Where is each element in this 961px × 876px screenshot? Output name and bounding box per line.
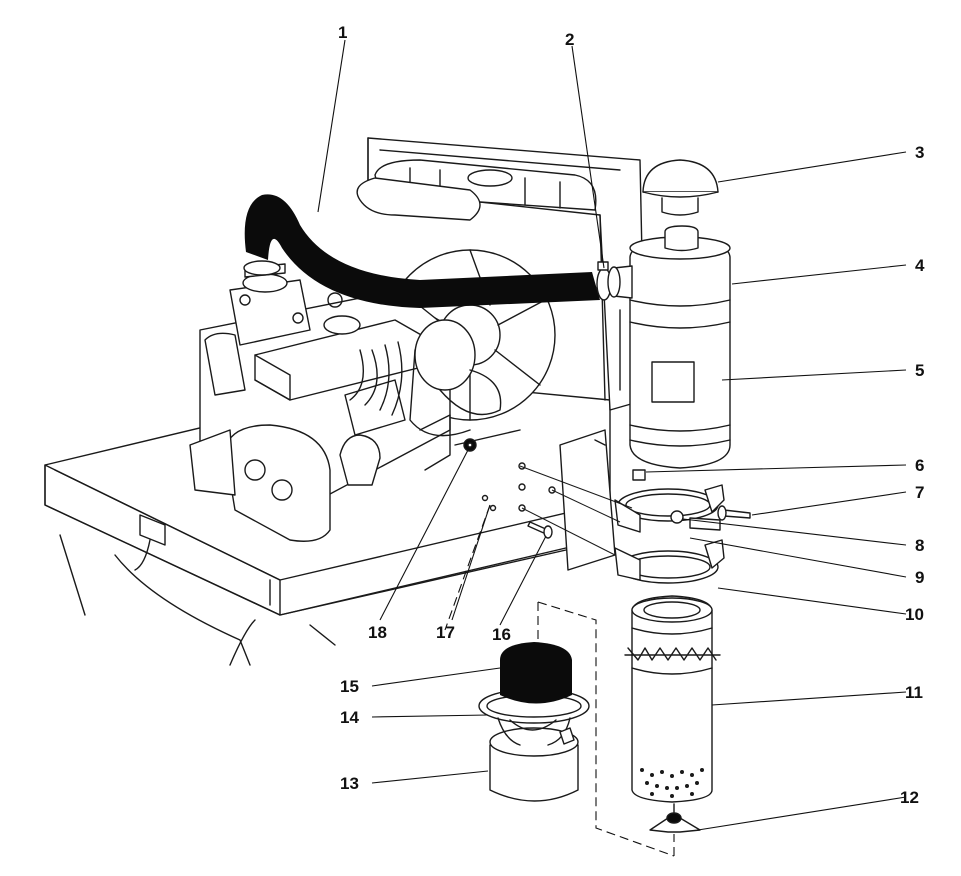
- callout-7: 7: [915, 483, 924, 502]
- callout-15: 15: [340, 677, 359, 696]
- callout-4: 4: [915, 256, 925, 275]
- callout-3: 3: [915, 143, 924, 162]
- engine-assembly: [44, 137, 646, 666]
- intake-hose: [243, 194, 600, 308]
- air-cleaner-body: [607, 225, 731, 469]
- callout-5: 5: [915, 361, 924, 380]
- callout-18: 18: [368, 623, 387, 642]
- bolt: [717, 505, 751, 521]
- mounting-bands: [614, 469, 725, 584]
- leader-lines: [317, 39, 907, 831]
- callout-14: 14: [340, 708, 359, 727]
- oil-cup: [489, 727, 579, 802]
- callout-13: 13: [340, 774, 359, 793]
- callout-17: 17: [436, 623, 455, 642]
- callout-2: 2: [565, 30, 574, 49]
- elbow-fitting: [463, 438, 477, 452]
- alignment-lines: [444, 465, 675, 857]
- callout-9: 9: [915, 568, 924, 587]
- callout-11: 11: [905, 683, 923, 702]
- callout-6: 6: [915, 456, 924, 475]
- callout-8: 8: [915, 536, 924, 555]
- callout-16: 16: [492, 625, 511, 644]
- callout-12: 12: [900, 788, 919, 807]
- filter-element: [624, 595, 721, 803]
- mounting-screw: [527, 521, 553, 539]
- filter-screen: [500, 642, 572, 704]
- wing-nut: [649, 803, 701, 833]
- callout-1: 1: [338, 23, 347, 42]
- callout-labels: 1 2 3 4 5 6 7 8 9 10 11 12 13 14 15 16 1…: [338, 23, 925, 807]
- callout-10: 10: [905, 605, 924, 624]
- air-cleaner-cap: [642, 159, 719, 216]
